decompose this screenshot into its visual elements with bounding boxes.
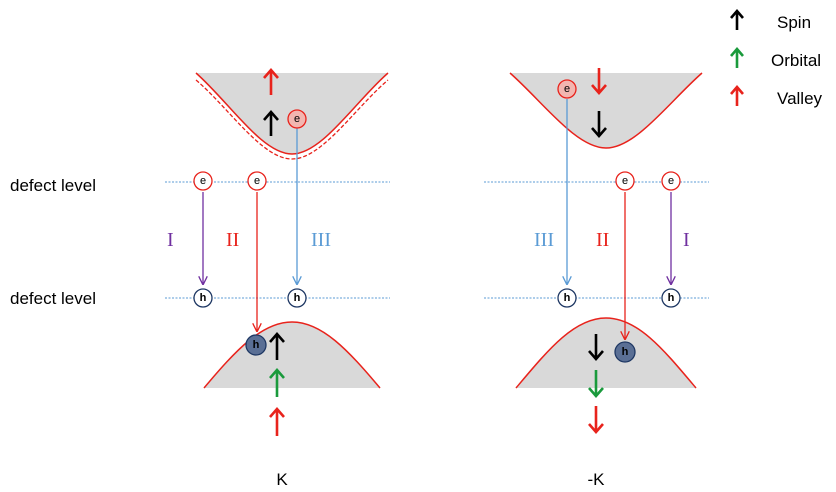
conduction-band-minus-k xyxy=(509,72,703,149)
legend-orbital: Orbital xyxy=(730,47,821,70)
upper-defect-level-label: defect level xyxy=(10,176,96,195)
electron-defect-k-2: e xyxy=(247,171,267,191)
svg-text:h: h xyxy=(253,339,260,351)
hole-defect-minus-k-2: h xyxy=(661,288,681,308)
svg-text:h: h xyxy=(294,292,301,304)
svg-text:e: e xyxy=(564,83,570,95)
electron-defect-minus-k-1: e xyxy=(615,171,635,191)
transition-two-label-k: II xyxy=(226,229,239,251)
svg-text:e: e xyxy=(200,175,206,187)
svg-text:e: e xyxy=(254,175,260,187)
svg-text:h: h xyxy=(200,292,207,304)
legend-spin-label: Spin xyxy=(777,13,811,32)
electron-conduction-k: e xyxy=(287,109,307,129)
svg-text:e: e xyxy=(294,113,300,125)
valence-band-k xyxy=(203,321,381,389)
legend-orbital-label: Orbital xyxy=(771,51,821,70)
orbital-up-arrow-icon xyxy=(269,368,285,397)
svg-text:e: e xyxy=(668,175,674,187)
svg-text:e: e xyxy=(622,175,628,187)
transition-two-label-minus-k: II xyxy=(596,229,609,251)
svg-text:h: h xyxy=(668,292,675,304)
valence-band-minus-k xyxy=(515,317,697,389)
valley-up-arrow-icon xyxy=(269,407,285,436)
valley-down-arrow-icon xyxy=(588,406,604,434)
electron-defect-k-1: e xyxy=(193,171,213,191)
legend: Spin Orbital Valley xyxy=(730,9,823,108)
transition-one-label-minus-k: I xyxy=(683,229,690,251)
legend-valley-label: Valley xyxy=(777,89,823,108)
legend-spin: Spin xyxy=(730,9,811,32)
svg-text:h: h xyxy=(564,292,571,304)
orbital-down-arrow-icon xyxy=(588,370,604,398)
electron-defect-minus-k-2: e xyxy=(661,171,681,191)
spin-down-arrow-icon xyxy=(588,334,604,361)
legend-valley: Valley xyxy=(730,85,823,108)
valley-arrow-icon xyxy=(730,85,744,106)
spin-down-arrow-icon xyxy=(591,111,607,138)
lower-defect-level-label: defect level xyxy=(10,289,96,308)
valley-down-arrow-icon xyxy=(591,68,607,95)
hole-valence-k: h xyxy=(245,334,267,356)
valley-label-k: K xyxy=(276,470,288,489)
electron-conduction-minus-k: e xyxy=(557,79,577,99)
transition-three-label-minus-k: III xyxy=(534,229,554,251)
valley-up-arrow-icon xyxy=(263,68,279,95)
hole-valence-minus-k: h xyxy=(614,341,636,363)
hole-defect-k-1: h xyxy=(193,288,213,308)
spin-arrow-icon xyxy=(730,9,744,30)
transition-three-label-k: III xyxy=(311,229,331,251)
hole-defect-k-2: h xyxy=(287,288,307,308)
valley-label-minus-k: -K xyxy=(588,470,606,489)
orbital-arrow-icon xyxy=(730,47,744,68)
transition-one-label-k: I xyxy=(167,229,174,251)
spin-up-arrow-icon xyxy=(263,110,279,136)
svg-text:h: h xyxy=(622,346,629,358)
hole-defect-minus-k-1: h xyxy=(557,288,577,308)
spin-up-arrow-icon xyxy=(269,332,285,360)
